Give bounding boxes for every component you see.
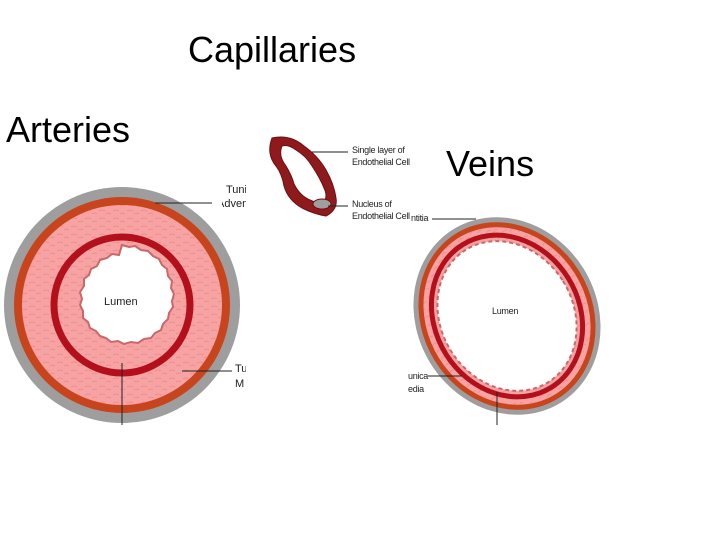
artery-bottom-label-crop: Tu M (232, 362, 246, 396)
vein-label-media: edia (408, 384, 424, 394)
artery-lumen (78, 243, 176, 346)
artery-top-label-crop: Tunic Adven (222, 183, 246, 213)
artery-lumen-label: Lumen (104, 296, 138, 308)
artery-label-adventitia: Adven (222, 198, 246, 210)
vein-lumen-label: Lumen (492, 306, 519, 316)
vein-label-tunica: unica (408, 371, 429, 381)
vein-label-adventitia: ntitia (411, 213, 429, 223)
capillary-label-nucleus: Nucleus of (352, 199, 392, 209)
artery-label-tunica-media: Tu (235, 363, 246, 375)
capillary-label-endothelial-1: Endothelial Cell (352, 157, 410, 167)
title-capillaries: Capillaries (188, 29, 357, 70)
capillary-label-endothelial-2: Endothelial Cell (352, 211, 410, 221)
title-veins: Veins (446, 143, 535, 184)
artery-label-tunica: Tunic (226, 184, 246, 196)
title-arteries: Arteries (6, 109, 131, 150)
capillary-label-single-layer: Single layer of (352, 145, 405, 155)
capillary-cell (269, 136, 337, 217)
capillary-nucleus (312, 198, 332, 210)
artery-label-media: M (235, 378, 245, 390)
